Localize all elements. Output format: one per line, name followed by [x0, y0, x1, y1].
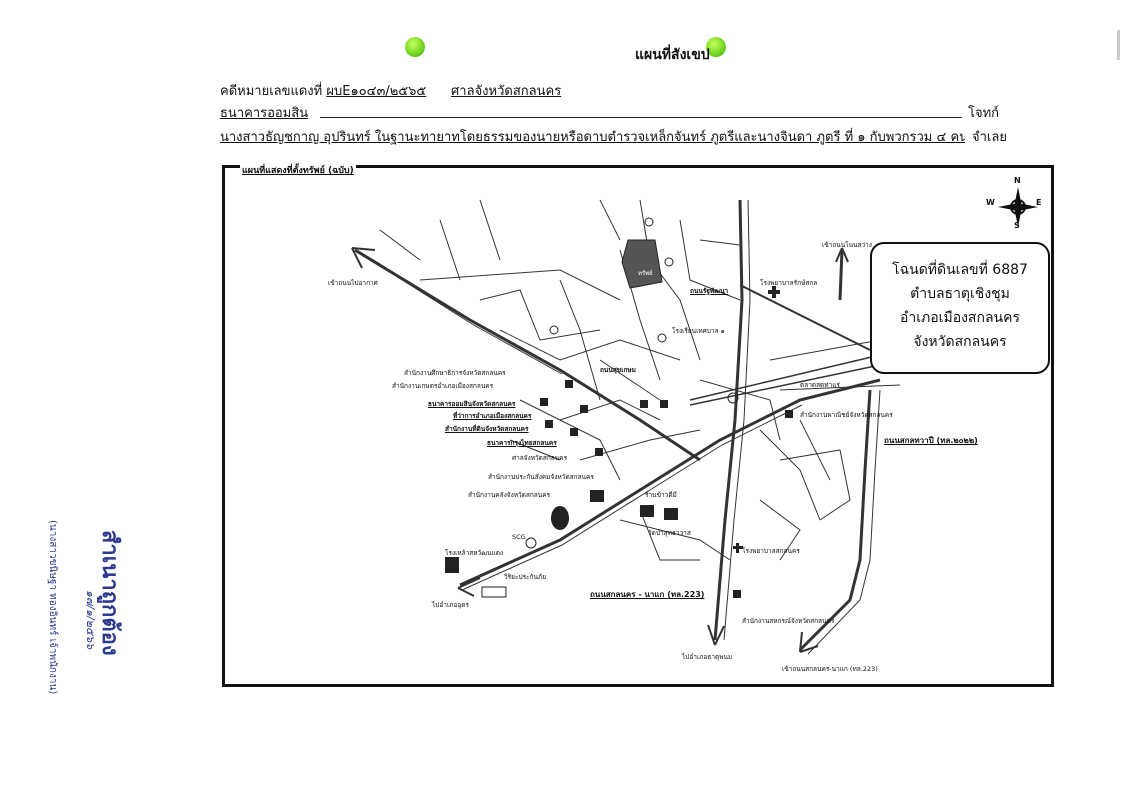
stamp-officer: (นางสาวขนิษฐา ทองอินทร์ เจ้าพนักงาน): [47, 520, 58, 695]
road-name-a: ถนนสกลนคร - นาแก: [590, 590, 665, 599]
callout-pointer: [689, 354, 881, 401]
label-property: ทรัพย์: [638, 270, 653, 277]
callout-province: จังหวัดสกลนคร: [913, 334, 1007, 350]
label-insurance: วิริยะประกันภัย: [504, 573, 547, 581]
label-ratpattana: ถนนรัฐพัฒนา: [690, 287, 729, 295]
court-name: ศาลจังหวัดสกลนคร: [451, 84, 562, 99]
property-callout: โฉนดที่ดินเลขที่ 6887 ตำบลธาตุเชิงชุม อำ…: [870, 242, 1050, 374]
compass-icon: [998, 187, 1038, 227]
label-office-fin: สำนักงานสหกรณ์จังหวัดสกลนคร: [742, 617, 835, 625]
label-hospital: โรงพยาบาลรักษ์สกล: [760, 279, 818, 287]
label-office-auction: สำนักงานประกันสังคมจังหวัดสกลนคร: [488, 473, 594, 481]
compass-rose: N W E S: [986, 176, 1042, 232]
defendant-name: นางสาวธัญชกาญ อุปรินทร์ ในฐานะทายาทโดยธร…: [220, 130, 965, 145]
label-to-udon: เข้าถนนโนนสว่าง: [822, 241, 872, 249]
callout-deed: โฉนดที่ดินเลขที่ 6887: [892, 262, 1028, 278]
label-sakon-hosp: โรงพยาบาลสกลนคร: [742, 547, 800, 555]
label-scg: SCG: [512, 533, 526, 541]
label-to-udon-road: ไปอำเภออุดร: [432, 601, 469, 609]
label-bank-krung: ธนาคารกรุงไทยสกลนคร: [487, 439, 557, 447]
label-market: ตลาดสดท่าแร่: [800, 381, 840, 389]
label-court: ศาลจังหวัดสกลนคร: [512, 454, 568, 462]
insurance-sign: [481, 586, 507, 598]
arrow-sw: [457, 577, 481, 597]
temple-icon: [551, 506, 569, 530]
compass-w: W: [986, 198, 995, 207]
bank-icon-3: [664, 508, 678, 520]
main-road-sw: [459, 378, 881, 587]
label-road-kumpaowai: ถนนสกลทวาปี (ทล.๒๐๒๒): [884, 436, 978, 445]
building-icon: [445, 557, 459, 573]
label-temple: วัดป่าสุทธาวาส: [648, 529, 691, 537]
bank-icon: [590, 490, 604, 502]
label-school2: โรงเหล้าสหวัฒนแดง: [445, 549, 504, 557]
label-to-nakhon: เข้าถนนสกลนคร-นาแก (ทล.223): [782, 665, 878, 673]
arrow-south-2: [799, 631, 819, 653]
edge-mark: [1117, 30, 1120, 60]
hospital-icon: [768, 286, 780, 298]
pin-dot-left: [405, 37, 425, 57]
label-office-education: สำนักงานศึกษาธิการจังหวัดสกลนคร: [404, 369, 506, 377]
label-sukkasem: ถนนสุขเกษม: [600, 366, 636, 374]
property-parcel: [621, 239, 663, 289]
compass-e: E: [1036, 198, 1042, 207]
label-office-district: ที่ว่าการอำเภอเมืองสกลนคร: [453, 412, 532, 420]
plaintiff-name: ธนาคารออมสิน: [220, 106, 309, 121]
label-office-treasury: สำนักงานคลังจังหวัดสกลนคร: [468, 491, 551, 499]
callout-subdistrict: ตำบลธาตุเชิงชุม: [910, 286, 1010, 302]
bank-icon-2: [640, 505, 654, 517]
arrow-south-1: [707, 624, 725, 646]
pin-dot-right: [706, 37, 726, 57]
road-name-b: (ทล.223): [667, 590, 705, 599]
arrow-nw: [351, 247, 376, 269]
case-line: คดีหมายเลขแดงที่ ผบE๑๐๔๓/๒๕๖๕ ศาลจังหวัด…: [220, 80, 561, 101]
label-to-kalasin: ไปอำเภอธาตุพนม: [682, 653, 733, 661]
plaintiff-rule: [320, 117, 962, 118]
compass-s: S: [1014, 221, 1020, 230]
road-vertical-2: [798, 389, 872, 652]
label-road-sakon: ถนนสกลนคร - นาแก (ทล.223): [590, 588, 704, 601]
label-school: โรงเรียนเทศบาล ๑: [672, 327, 725, 335]
callout-district: อำเภอเมืองสกลนคร: [899, 310, 1020, 326]
label-local: ร้านข้าวดีมี: [645, 491, 677, 499]
label-office-park: สำนักงานพาณิชย์จังหวัดสกลนคร: [800, 411, 893, 419]
case-prefix: คดีหมายเลขแดงที่: [220, 84, 323, 99]
label-office-land: สำนักงานที่ดินจังหวัดสกลนคร: [445, 425, 529, 433]
label-to-airport: เข้าถนนไปอากาศ: [328, 279, 378, 287]
main-road-nw: [354, 248, 701, 462]
stamp-certified: สำเนาถูกต้อง: [97, 530, 122, 656]
plaintiff-role: โจทก์: [968, 106, 1000, 121]
map-heading: แผนที่แสดงที่ตั้งทรัพย์ (ฉบับ): [240, 163, 356, 177]
road-north: [838, 249, 844, 301]
label-office-agri: สำนักงานเกษตรอำเภอเมืองสกลนคร: [392, 382, 494, 390]
page-title: แผนที่สังเขป: [635, 47, 710, 63]
road-vertical-1: [713, 199, 744, 641]
compass-n: N: [1014, 176, 1021, 185]
label-bank-gov: ธนาคารออมสินจังหวัดสกลนคร: [428, 400, 516, 408]
defendant-role: จำเลย: [972, 130, 1007, 145]
case-number: ผบE๑๐๔๓/๒๕๖๕: [326, 84, 427, 99]
